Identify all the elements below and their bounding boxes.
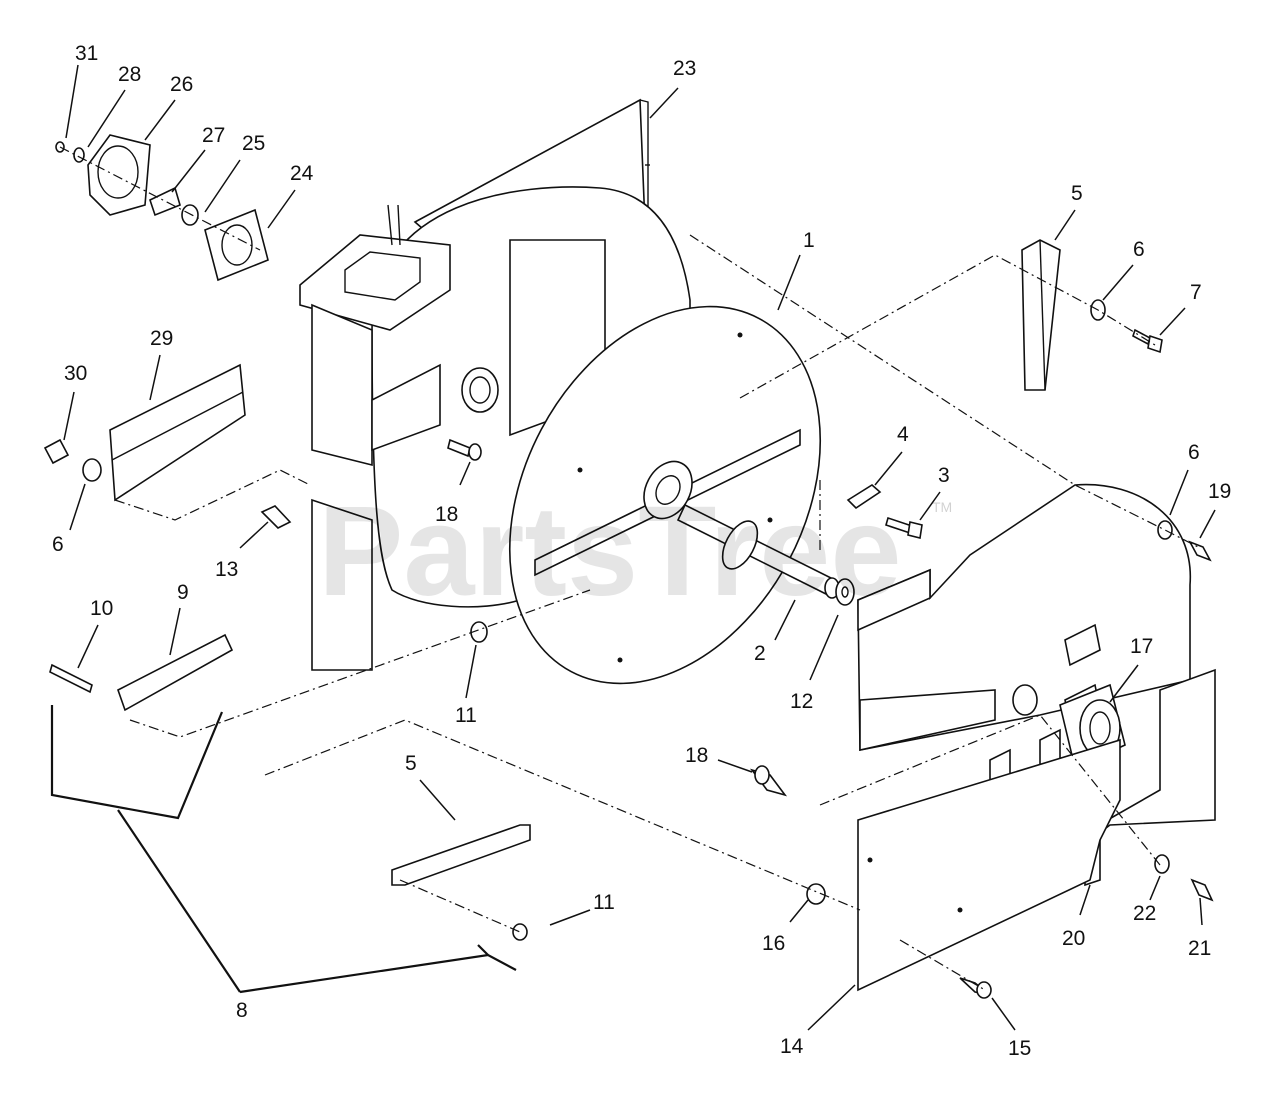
callout-5-lower: 5: [405, 752, 417, 775]
callout-4: 4: [897, 423, 909, 446]
washer-28: [73, 147, 85, 163]
bolt-3: [885, 516, 923, 539]
spacer-27: [149, 186, 181, 217]
callout-11-lower: 11: [593, 891, 615, 914]
callout-20: 20: [1062, 927, 1085, 950]
callout-22: 22: [1133, 902, 1156, 925]
callout-31: 31: [75, 42, 98, 65]
callout-6-left: 6: [52, 533, 64, 556]
callout-18-lower: 18: [685, 744, 708, 767]
nut-11-lower: [512, 923, 528, 941]
callout-15: 15: [1008, 1037, 1031, 1060]
callout-28: 28: [118, 63, 141, 86]
bolt-30: [43, 438, 70, 465]
callout-3: 3: [938, 464, 950, 487]
callout-25: 25: [242, 132, 265, 155]
bolt-18-lower: [749, 765, 788, 797]
callout-30: 30: [64, 362, 87, 385]
callout-6-upper: 6: [1133, 238, 1145, 261]
key-4: [846, 484, 882, 510]
bolt-13: [260, 505, 292, 529]
callout-19: 19: [1208, 480, 1231, 503]
callout-7: 7: [1190, 281, 1202, 304]
side-plate-14: [857, 738, 1121, 992]
washer-6-right: [1157, 520, 1173, 540]
washer-6-left: [82, 458, 102, 482]
bolt-21: [1190, 878, 1214, 902]
nut-11-middle: [470, 621, 488, 643]
bolt-10: [49, 663, 93, 694]
callout-bracket-8: [50, 705, 517, 994]
scraper-bar-9: [117, 633, 234, 712]
callout-24: 24: [290, 162, 314, 185]
callout-26: 26: [170, 73, 193, 96]
assembly-lines: [59, 146, 1201, 991]
chute-flange-26: [87, 134, 151, 216]
bolt-19: [1188, 540, 1212, 562]
callout-13: 13: [215, 558, 238, 581]
callout-9: 9: [177, 581, 189, 604]
callout-5-upper: 5: [1071, 182, 1083, 205]
callout-16: 16: [762, 932, 785, 955]
callout-11-middle: 11: [455, 704, 477, 727]
bolt-15: [959, 977, 992, 999]
nut-16: [806, 883, 826, 905]
callout-2: 2: [754, 642, 766, 665]
blower-housing: [299, 186, 691, 671]
callout-12: 12: [790, 690, 813, 713]
callout-8: 8: [236, 999, 248, 1022]
washer-22: [1154, 854, 1170, 874]
callout-labels: 31 28 26 27 25 24 23 1 5 6 7 29 30 6 4 3…: [52, 42, 1231, 1060]
housing-side-plate: [857, 483, 1192, 791]
washer-12: [835, 578, 855, 606]
callout-23: 23: [673, 57, 696, 80]
watermark: PartsTree TM: [318, 480, 952, 623]
impeller-disc: [508, 305, 822, 685]
callout-27: 27: [202, 124, 225, 147]
callout-14: 14: [780, 1035, 804, 1058]
watermark-text: PartsTree: [318, 480, 902, 623]
bearing-25: [181, 204, 199, 226]
callout-10: 10: [90, 597, 113, 620]
callout-17: 17: [1130, 635, 1153, 658]
watermark-trademark: TM: [932, 499, 952, 515]
callout-29: 29: [150, 327, 173, 350]
liner-plate-29: [109, 363, 246, 502]
bearing-flange-24: [204, 208, 269, 282]
angle-bracket-5-lower: [391, 824, 531, 886]
bolt-18-upper: [447, 438, 482, 461]
impeller-shaft: [676, 503, 840, 599]
callout-6-right: 6: [1188, 441, 1200, 464]
leader-lines: [63, 64, 1216, 1031]
callout-1: 1: [803, 229, 815, 252]
angle-bracket-5-upper: [1021, 239, 1061, 391]
callout-21: 21: [1188, 937, 1211, 960]
callout-18-upper: 18: [435, 503, 458, 526]
